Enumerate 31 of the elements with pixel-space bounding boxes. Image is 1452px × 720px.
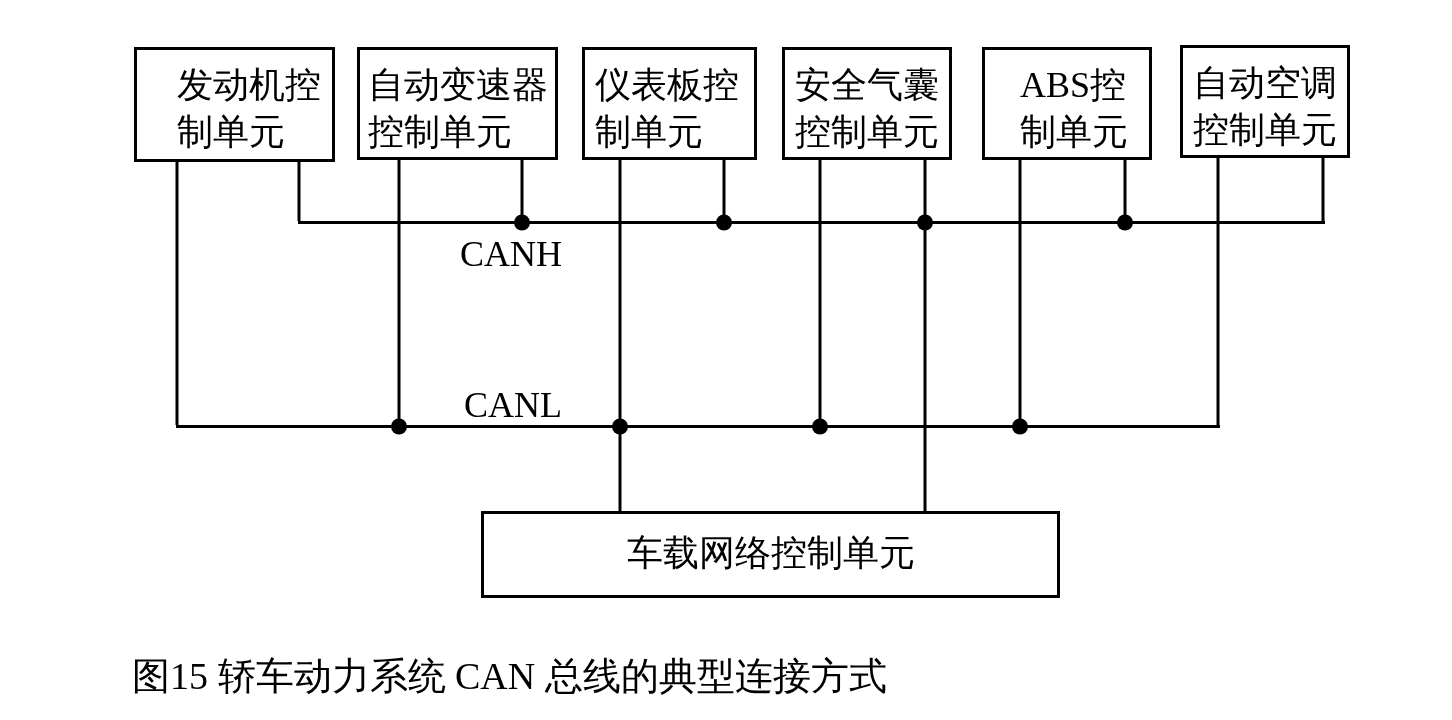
connection-wire <box>812 160 828 435</box>
control-unit-box <box>782 47 952 160</box>
connection-wire <box>514 160 530 231</box>
control-unit-box <box>134 47 335 162</box>
unit-label: 仪表板控制单元 <box>595 65 739 152</box>
connection-wire <box>391 160 407 435</box>
bus-label: CANL <box>464 387 562 423</box>
unit-label: 发动机控制单元 <box>177 65 321 152</box>
figure-caption: 图15 轿车动力系统 CAN 总线的典型连接方式 <box>132 654 887 699</box>
connection-wire <box>1216 158 1220 425</box>
connection-wire <box>917 222 933 511</box>
connection-wire <box>175 162 179 425</box>
connection-wire <box>716 160 732 231</box>
unit-label: 安全气囊控制单元 <box>795 65 939 152</box>
unit-label: 自动空调控制单元 <box>1193 63 1337 150</box>
unit-label: 自动变速器控制单元 <box>368 65 548 152</box>
connection-wire <box>1321 158 1325 221</box>
connection-wire <box>1012 160 1028 435</box>
control-unit-box <box>1180 45 1350 158</box>
bus-label: CANH <box>460 236 562 272</box>
connection-wire <box>917 160 933 223</box>
connection-wire <box>612 160 628 427</box>
control-unit-box <box>982 47 1152 160</box>
connection-wire <box>297 162 301 221</box>
connection-wire <box>1117 160 1133 231</box>
control-unit-box <box>582 47 757 160</box>
connection-wire <box>612 426 628 511</box>
control-unit-box <box>357 47 558 160</box>
control-unit-box <box>481 511 1060 598</box>
unit-label: 车载网络控制单元 <box>626 533 915 573</box>
unit-label: ABS控制单元 <box>1020 65 1128 152</box>
